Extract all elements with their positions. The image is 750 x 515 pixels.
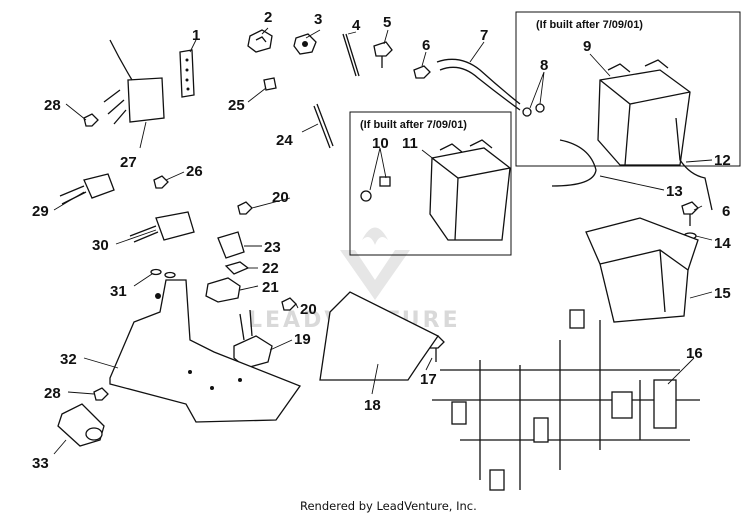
callout-14: 14 [714,235,731,252]
part-29-module [59,173,115,205]
part-13-cable [551,139,597,187]
part-9-battery [597,59,691,166]
callout-18: 18 [364,397,381,414]
callout-5: 5 [383,14,391,31]
part-23-bracket [217,231,245,259]
callout-13: 13 [666,183,683,200]
callout-16: 16 [686,345,703,362]
callout-9: 9 [583,38,591,55]
callout-22: 22 [262,260,279,277]
callout-32: 32 [60,351,77,368]
part-3-nut [293,33,317,55]
part-22-pad [224,261,250,275]
callouts: 1 2 3 4 5 6 7 8 9 10 11 12 13 6 14 15 16… [32,9,731,472]
callout-21: 21 [262,279,279,296]
callout-33: 33 [32,455,49,472]
callout-31: 31 [110,283,127,300]
callout-26: 26 [186,163,203,180]
part-6-screw-upper [413,65,431,79]
part-33-capacitor [57,403,105,447]
callout-4: 4 [352,17,361,34]
part-8-nuts [522,103,545,117]
part-4-bolt [342,33,360,77]
part-5-screw [373,41,393,68]
callout-30: 30 [92,237,109,254]
callout-6: 6 [422,37,430,54]
callout-23: 23 [264,239,281,256]
part-16-wiring-harness [432,309,700,491]
inset-box-label: (If built after 7/09/01) [360,119,467,131]
callout-28: 28 [44,97,61,114]
inset-box-upper-right [515,11,741,167]
part-20-screw-lower [281,297,297,311]
part-2-key-switch [247,29,273,53]
callout-2: 2 [264,9,272,26]
callout-20b: 20 [300,301,317,318]
part-15-battery-tray [585,217,699,323]
callout-1: 1 [192,27,200,44]
part-10-hardware [360,176,391,202]
part-7-cable [436,58,521,111]
callout-27: 27 [120,154,137,171]
callout-10: 10 [372,135,389,152]
callout-29: 29 [32,203,49,220]
part-6-bolt-lower [681,201,699,226]
part-12-tube [675,117,713,211]
callout-28b: 28 [44,385,61,402]
part-21-relay [205,277,241,303]
footer-credit: Rendered by LeadVenture, Inc. [300,499,477,513]
part-28-screw-upper [83,113,99,127]
callout-3: 3 [314,11,322,28]
callout-15: 15 [714,285,731,302]
callout-11: 11 [402,135,418,152]
part-1-strip [179,49,195,98]
part-26-screw [153,175,169,189]
part-32-frame-bracket [109,279,302,423]
part-25-clip [263,77,277,91]
callout-7: 7 [480,27,488,44]
callout-6b: 6 [722,203,730,220]
inset-box-label: (If built after 7/09/01) [536,19,643,31]
part-27-module [103,39,165,125]
callout-19: 19 [294,331,311,348]
part-19-solenoid [233,309,273,369]
callout-20: 20 [272,189,289,206]
part-11-battery [429,139,511,241]
callout-12: 12 [714,152,731,169]
inset-box-middle [349,111,512,256]
callout-17: 17 [420,371,437,388]
part-30-module [129,211,195,243]
part-18-cover [319,291,439,381]
callout-8: 8 [540,57,548,74]
part-20-screw-upper [237,201,253,215]
callout-25: 25 [228,97,245,114]
part-24-rod [313,103,334,149]
part-31-washers [150,268,176,279]
leader-lines [53,27,713,455]
part-28-screw-lower [93,387,109,401]
callout-24: 24 [276,132,293,149]
